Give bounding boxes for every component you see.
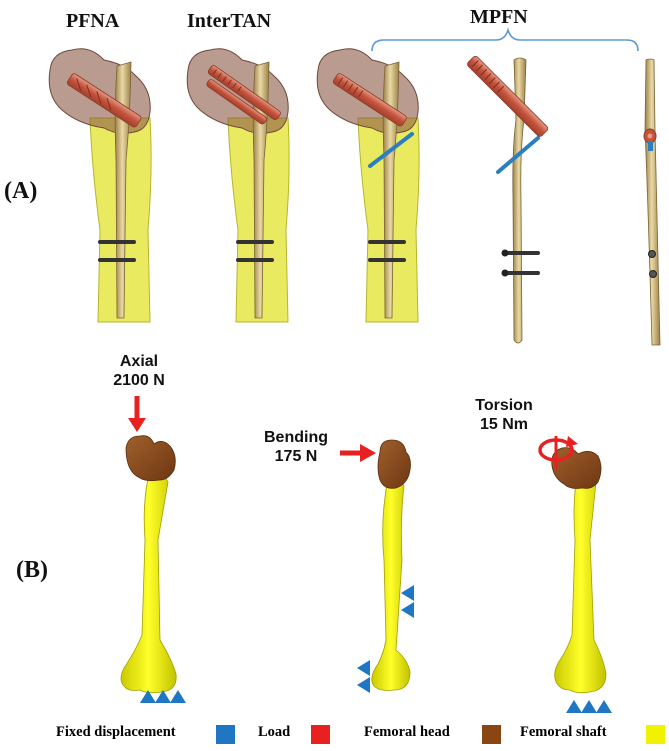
femoral-head: [125, 435, 176, 482]
femur-torsion-model: [538, 436, 612, 713]
locking-bolt: [98, 240, 136, 244]
model-intertan: [186, 48, 290, 323]
legend-swatch-femoral-shaft: [646, 725, 665, 744]
anti-rotation-screw: [648, 142, 653, 151]
legend-label-femoral-shaft: Femoral shaft: [520, 724, 607, 740]
locking-bolt: [368, 240, 406, 244]
locking-bolt: [501, 269, 540, 277]
model-mpfn-implant-front: [467, 55, 549, 344]
nail: [382, 61, 400, 319]
locking-bolt: [368, 258, 406, 262]
helical-blade: [66, 73, 142, 128]
bending-load-value: 175 N: [274, 448, 318, 465]
bending-load-label: Bending 175 N: [256, 428, 336, 466]
femoral-shaft: [371, 477, 411, 691]
nail: [114, 61, 132, 319]
femoral-shaft: [554, 469, 607, 694]
fixed-displacement-markers: [140, 690, 186, 703]
load-arrow-head: [360, 444, 376, 462]
legend-label-femoral-head: Femoral head: [364, 724, 450, 740]
locking-bolt: [236, 240, 274, 244]
axial-load-label: Axial 2100 N: [104, 352, 174, 390]
legend-swatch-load: [311, 725, 330, 744]
axial-load-value: 2100 N: [113, 372, 165, 389]
lag-screw: [467, 55, 549, 137]
fixed-displacement-markers: [566, 700, 612, 713]
nail: [644, 58, 661, 346]
femoral-head: [377, 439, 411, 489]
mpfn-bracket: [371, 27, 639, 52]
torsion-load-label: Torsion 15 Nm: [464, 396, 544, 434]
torsion-load-name: Torsion: [475, 397, 533, 414]
lag-screw: [332, 73, 407, 127]
femur-axial-model: [120, 396, 186, 703]
load-arrow-head: [128, 418, 146, 432]
torsion-arrow-head: [566, 436, 578, 447]
legend-label-fixed-displacement: Fixed displacement: [56, 724, 176, 740]
implant-label-intertan: InterTAN: [187, 10, 272, 32]
implant-label-pfna: PFNA: [66, 10, 120, 32]
lag-screw-end: [647, 133, 653, 139]
bolt-hole: [649, 270, 657, 278]
implant-label-mpfn: MPFN: [470, 6, 528, 28]
legend: Fixed displacement Load Femoral head Fem…: [0, 718, 669, 750]
model-mpfn-in-bone: [316, 48, 420, 323]
axial-load-name: Axial: [119, 353, 159, 370]
legend-label-load: Load: [258, 724, 291, 740]
femoral-shaft: [120, 469, 177, 694]
model-pfna: [48, 48, 152, 323]
legend-swatch-fixed-displacement: [216, 725, 235, 744]
femur-bending-model: [340, 439, 414, 693]
legend-swatch-femoral-head: [482, 725, 501, 744]
femoral-head: [551, 447, 602, 489]
model-mpfn-implant-lateral: [643, 58, 661, 346]
integrated-screws: [206, 65, 281, 125]
bolt-hole: [648, 250, 656, 258]
bending-load-name: Bending: [264, 429, 328, 446]
panel-b-tag: (B): [16, 557, 48, 583]
anti-rotation-screw: [496, 136, 540, 174]
locking-bolt: [501, 249, 540, 257]
locking-bolt: [236, 258, 274, 262]
panel-a-tag: (A): [4, 178, 38, 204]
fixed-displacement-markers: [357, 585, 414, 693]
locking-bolt: [98, 258, 136, 262]
torsion-load-value: 15 Nm: [479, 416, 529, 433]
anti-rotation-screw: [368, 132, 414, 168]
